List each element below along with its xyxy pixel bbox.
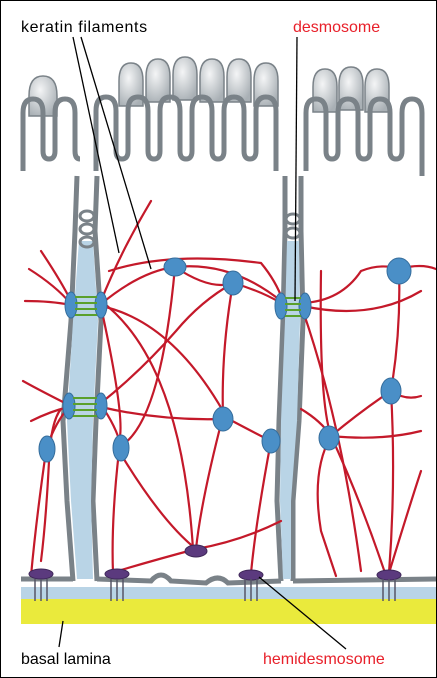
basal-lamina-base	[21, 587, 436, 599]
hemidesmosome-label: hemidesmosome	[263, 651, 385, 669]
basal-lamina-band	[21, 598, 436, 624]
basal-lamina-label: basal lamina	[21, 651, 111, 669]
lateral-membrane-left	[63, 176, 101, 581]
cell2-apical-surface	[96, 97, 276, 171]
keratin-filaments-label: keratin filaments	[21, 19, 148, 37]
desmosome-label: desmosome	[293, 19, 380, 37]
